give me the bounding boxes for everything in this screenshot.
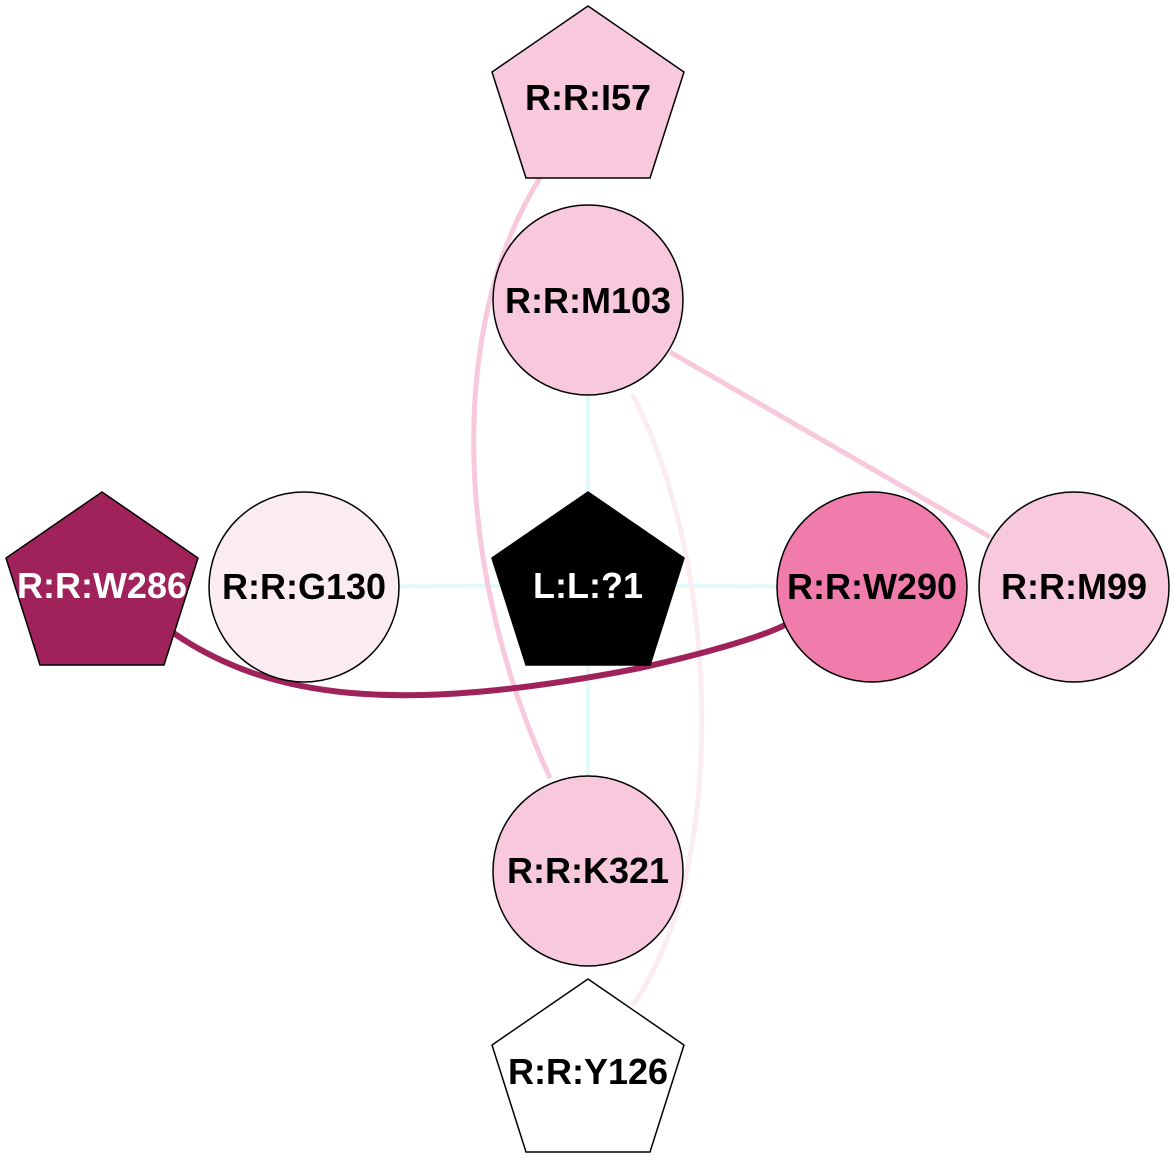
node-k321[interactable]: R:R:K321 bbox=[492, 775, 684, 967]
node-label: R:R:K321 bbox=[507, 850, 669, 891]
node-w290[interactable]: R:R:W290 bbox=[776, 491, 968, 683]
circle-shape bbox=[492, 204, 684, 396]
edge-i57-k321 bbox=[471, 176, 553, 780]
node-label: R:R:M99 bbox=[1001, 566, 1147, 607]
node-label: R:R:W290 bbox=[787, 566, 957, 607]
pentagon-shape bbox=[491, 491, 685, 666]
node-label: R:R:I57 bbox=[525, 77, 651, 118]
node-i57[interactable]: R:R:I57 bbox=[491, 5, 685, 179]
circle-shape bbox=[776, 491, 968, 683]
node-m103[interactable]: R:R:M103 bbox=[492, 204, 684, 396]
edge-m103-y126 bbox=[629, 392, 705, 1008]
edge-m103-m99 bbox=[668, 349, 992, 540]
node-label: R:R:W286 bbox=[17, 565, 187, 606]
pentagon-shape bbox=[491, 978, 685, 1153]
node-label: L:L:?1 bbox=[533, 565, 643, 606]
node-label: R:R:M103 bbox=[505, 280, 671, 321]
pentagon-shape bbox=[491, 5, 685, 179]
node-label: R:R:Y126 bbox=[508, 1051, 668, 1092]
node-g130[interactable]: R:R:G130 bbox=[208, 491, 400, 683]
node-m99[interactable]: R:R:M99 bbox=[978, 491, 1170, 683]
node-ligand[interactable]: L:L:?1 bbox=[491, 491, 685, 666]
node-w286[interactable]: R:R:W286 bbox=[5, 491, 199, 666]
nodes-layer: R:R:I57 R:R:M103 R:R:W286 R:R:G130 L:L:?… bbox=[5, 5, 1170, 1153]
circle-shape bbox=[492, 775, 684, 967]
node-y126[interactable]: R:R:Y126 bbox=[491, 978, 685, 1153]
circle-shape bbox=[978, 491, 1170, 683]
edge-w286-w290 bbox=[170, 622, 787, 699]
node-label: R:R:G130 bbox=[222, 566, 386, 607]
circle-shape bbox=[208, 491, 400, 683]
pentagon-shape bbox=[5, 491, 199, 666]
